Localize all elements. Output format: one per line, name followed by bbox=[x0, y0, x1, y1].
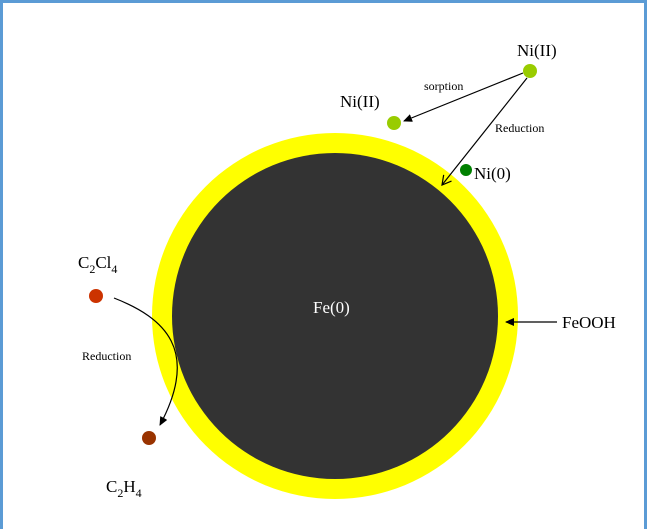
c-reduction-arrow bbox=[113, 297, 178, 426]
c2cl4-label: C2Cl4 bbox=[78, 253, 117, 276]
sorption-label: sorption bbox=[424, 79, 463, 93]
core-label: Fe(0) bbox=[313, 298, 350, 317]
ni-ii-sorbed-label: Ni(II) bbox=[340, 92, 380, 111]
ni-0-dot bbox=[460, 164, 472, 176]
ni-ii-sorbed-dot bbox=[387, 116, 401, 130]
c2h4-label: C2H4 bbox=[106, 477, 142, 500]
ni-ii-outer-dot bbox=[523, 64, 537, 78]
sorption-arrow bbox=[403, 72, 524, 122]
ni-0-label: Ni(0) bbox=[474, 164, 511, 183]
ni-reduction-label: Reduction bbox=[495, 121, 544, 135]
fe-core bbox=[172, 153, 498, 479]
c-reduction-label: Reduction bbox=[82, 349, 131, 363]
shell-label: FeOOH bbox=[562, 313, 616, 332]
c2h4-dot bbox=[142, 431, 156, 445]
ni-ii-outer-label: Ni(II) bbox=[517, 41, 557, 60]
c2cl4-dot bbox=[89, 289, 103, 303]
ni-reduction-arrow bbox=[441, 77, 528, 186]
